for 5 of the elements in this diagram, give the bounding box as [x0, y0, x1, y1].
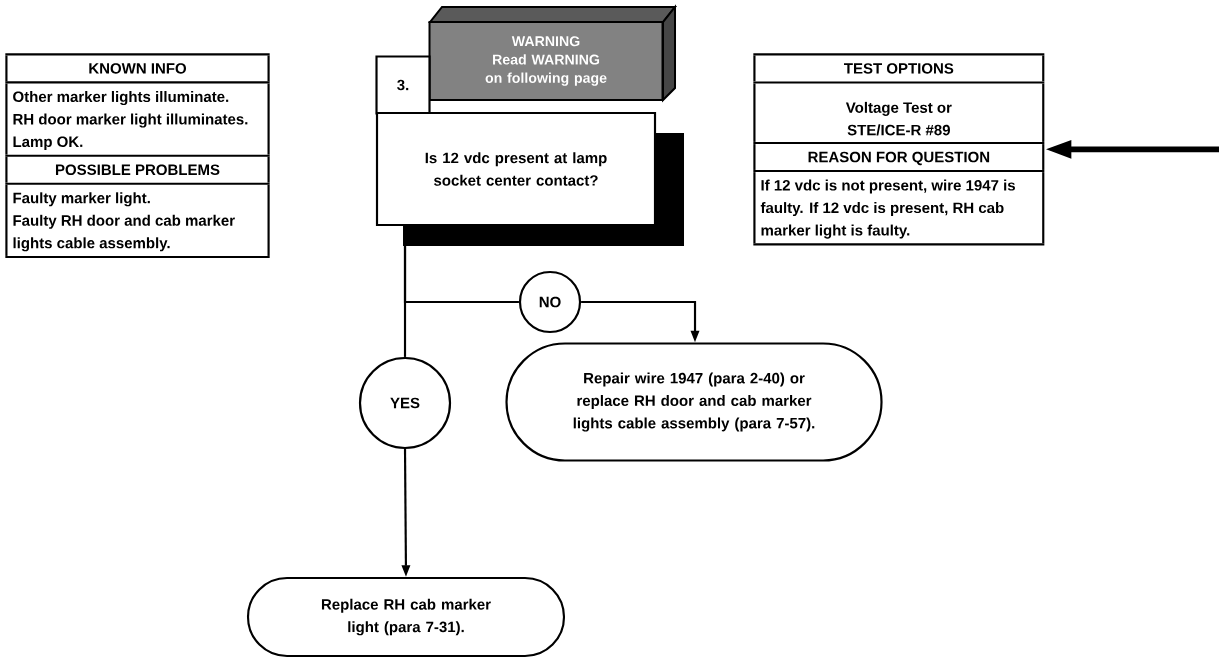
node-label: 3. [397, 79, 409, 91]
action-terminal: Replace RH cab marker light (para 7-31). [246, 576, 566, 658]
info-table: KNOWN INFO Other marker lights illuminate. RH door marker light illuminates. Lamp OK. POSSIBLE PROBLEMS Faulty marker light. Faulty RH door and cab marker lights cable assembly. [5, 53, 270, 259]
action-terminal: Repair wire 1947 (para 2-40) or replace RH door and cab marker lights cable assembly (para 7-57). [505, 342, 883, 462]
info-table: TEST OPTIONS Voltage Test or STE/ICE-R #89 REASON FOR QUESTION If 12 vdc is not present, wire 1947 is faulty. If 12 vdc is present, RH cab marker light is faulty. [753, 53, 1045, 246]
